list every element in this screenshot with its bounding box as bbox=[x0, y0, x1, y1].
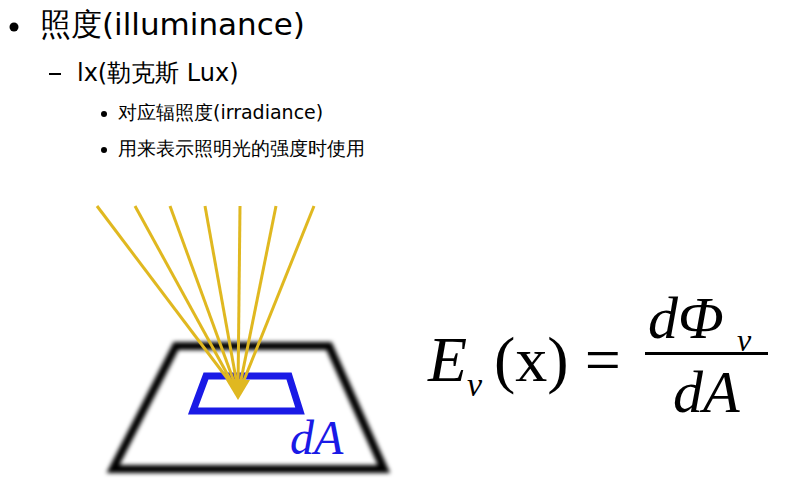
formula-symbol: E bbox=[428, 328, 467, 392]
bullet-dash bbox=[49, 73, 61, 75]
area-patch bbox=[193, 376, 300, 411]
formula-text: (x) = bbox=[494, 328, 621, 392]
bullet-dot bbox=[10, 23, 19, 32]
surface-frame bbox=[113, 346, 384, 469]
heading-bullet: 照度(illuminance) bbox=[40, 9, 305, 40]
detail-bullet: 对应辐照度(irradiance) bbox=[118, 103, 323, 122]
ray-arrowhead bbox=[226, 380, 250, 400]
light-rays bbox=[97, 206, 314, 390]
formula-subscript: v bbox=[467, 368, 482, 402]
detail-bullet: 用来表示照明光的强度时使用 bbox=[118, 139, 365, 158]
formula-subscript: v bbox=[737, 324, 751, 356]
bullet-dot bbox=[101, 111, 107, 117]
formula-denominator: dA bbox=[673, 362, 740, 422]
bullet-dot bbox=[101, 147, 107, 153]
formula-numerator: dΦ bbox=[648, 288, 724, 348]
sub-bullet: lx(勒克斯 Lux) bbox=[77, 61, 239, 85]
area-label: dA bbox=[290, 414, 343, 462]
